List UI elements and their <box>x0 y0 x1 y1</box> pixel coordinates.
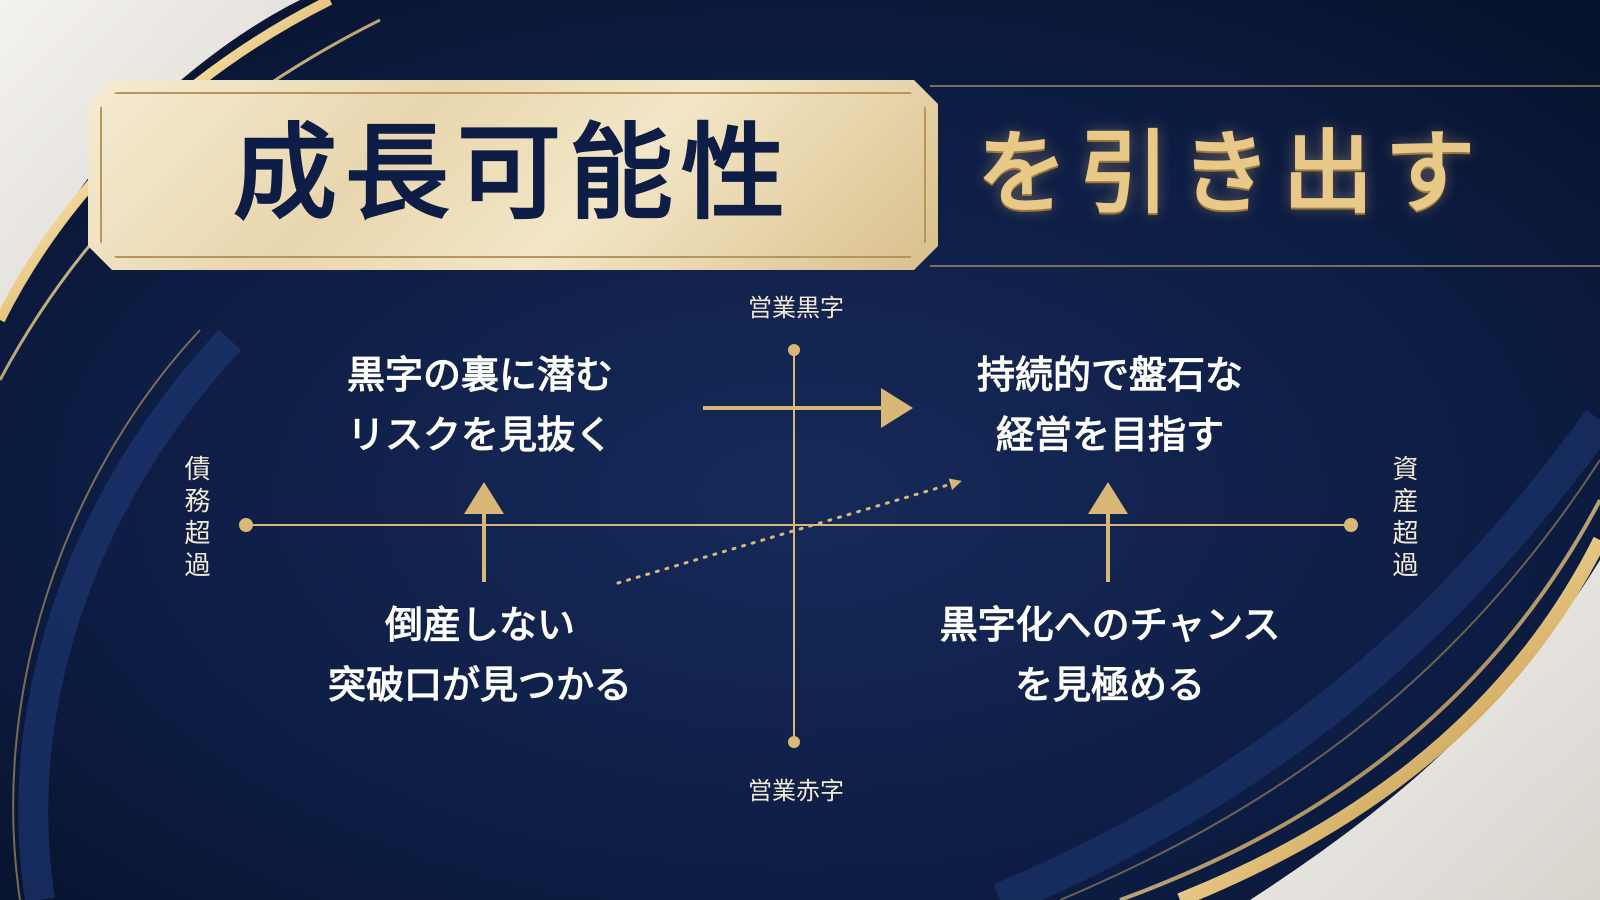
title-plaque: 成長可能性 <box>88 80 938 270</box>
quadrant-bottom-right-line-2: を見極める <box>1014 662 1205 707</box>
quadrant-bottom-right: 黒字化へのチャンス を見極める <box>910 595 1310 715</box>
axis-label-bottom: 営業赤字 <box>748 777 844 805</box>
axis-label-right: 資産超過 <box>1388 455 1418 583</box>
quadrant-top-left-line-1: 黒字の裏に潜む <box>346 352 613 397</box>
quadrant-top-left: 黒字の裏に潜む リスクを見抜く <box>300 345 660 465</box>
title-plaque-border <box>100 92 926 258</box>
title-main: 成長可能性 <box>232 111 793 234</box>
quadrant-bottom-left-line-1: 倒産しない <box>384 602 575 647</box>
axis-label-left: 債務超過 <box>180 455 210 583</box>
quadrant-top-left-line-2: リスクを見抜く <box>346 412 613 457</box>
quadrant-top-right: 持続的で盤石な 経営を目指す <box>930 345 1290 465</box>
quadrant-bottom-right-line-1: 黒字化へのチャンス <box>939 602 1281 647</box>
quadrant-bottom-left-line-2: 突破口が見つかる <box>327 662 632 707</box>
axis-label-top: 営業黒字 <box>748 294 844 322</box>
quadrant-bottom-left: 倒産しない 突破口が見つかる <box>280 595 680 715</box>
quadrant-top-right-line-2: 経営を目指す <box>995 412 1224 457</box>
quadrant-top-right-line-1: 持続的で盤石な <box>976 352 1243 397</box>
title-sub: を引き出す <box>977 120 1487 226</box>
